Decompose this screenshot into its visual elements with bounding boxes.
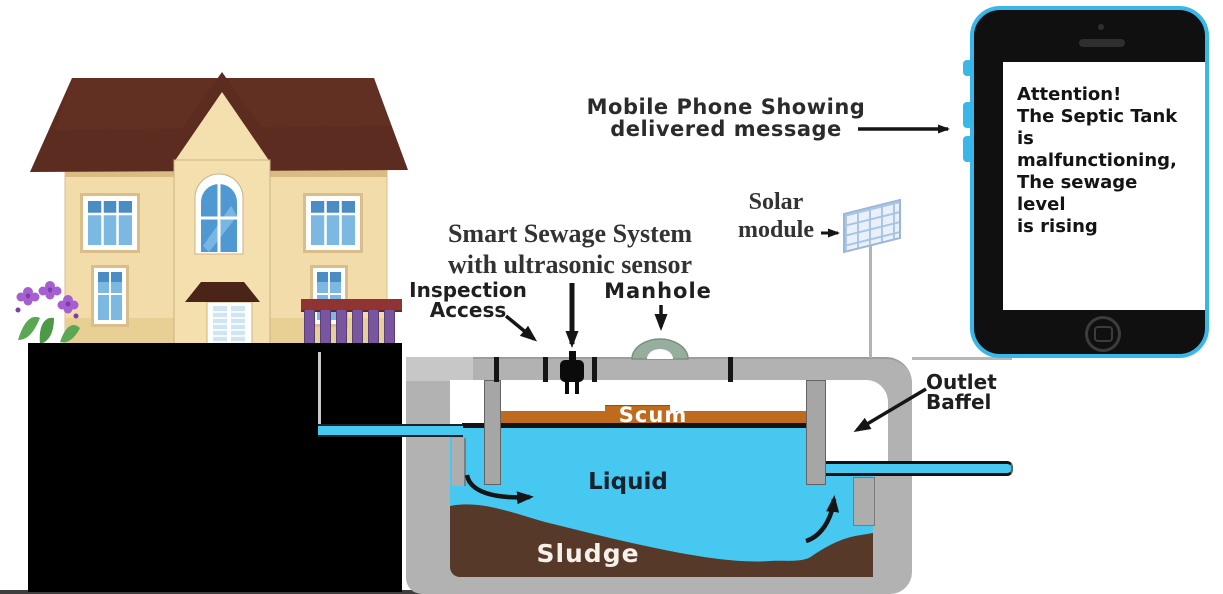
mobile-phone: Attention! The Septic Tank is malfunctio…: [963, 6, 1211, 362]
message-line: The sewage: [1017, 172, 1138, 193]
ultrasonic-sensor-mount: [569, 351, 576, 361]
upper-right-window: [303, 193, 363, 253]
scum-tab: [605, 405, 670, 413]
house-drop-pipe: [318, 352, 321, 427]
inlet-channel-wall: [452, 438, 466, 486]
slab-joint: [543, 357, 548, 382]
smart-system-label-line2: with ultrasonic sensor: [447, 250, 693, 279]
phone-alert-message: Attention! The Septic Tank is malfunctio…: [1017, 84, 1192, 238]
phone-screen: Attention! The Septic Tank is malfunctio…: [1003, 62, 1205, 310]
phone-volume-up-button: [963, 102, 973, 128]
fence-slat: [384, 309, 395, 346]
fence-rail: [301, 299, 402, 312]
smart-system-label-line1: Smart Sewage System: [447, 219, 693, 248]
message-line: is rising: [1017, 216, 1098, 237]
liquid-label: Liquid: [588, 469, 668, 495]
front-door: [185, 282, 260, 346]
scum-label: Scum: [618, 403, 688, 427]
manhole-cover: [631, 338, 689, 360]
underground-block: [28, 343, 402, 592]
inlet-pipe: [318, 424, 463, 437]
mobile-phone-label-line2: delivered message: [610, 117, 842, 141]
ground-surface-line: [912, 357, 1012, 360]
outlet-baffle-label-line2: Baffel: [926, 390, 992, 414]
inspection-access-label-line1: Inspection: [409, 278, 527, 302]
message-line: level: [1017, 194, 1066, 215]
inspection-access-label-line2: Access: [429, 298, 507, 322]
sensor-prong: [575, 382, 579, 394]
fence-slat: [304, 309, 315, 346]
phone-volume-down-button: [963, 136, 973, 162]
message-line: The Septic Tank: [1017, 106, 1178, 127]
inlet-baffle: [484, 380, 501, 485]
message-line: is: [1017, 128, 1034, 149]
sludge-label: Sludge: [536, 539, 640, 568]
door-awning: [185, 282, 260, 302]
solar-label-line1: Solar: [748, 189, 804, 215]
phone-speaker: [1079, 39, 1125, 47]
fence-slat: [368, 309, 379, 346]
message-line: malfunctioning,: [1017, 150, 1177, 171]
message-line: Attention!: [1017, 84, 1122, 105]
home-button-square: [1093, 326, 1113, 342]
sensor-prong: [565, 382, 569, 394]
ultrasonic-sensor: [560, 360, 584, 382]
outlet-baffle: [806, 380, 826, 485]
outlet-chamber-air-gap: [825, 428, 888, 462]
liquid-surface-line: [462, 423, 808, 428]
outlet-pipe: [826, 461, 1013, 476]
outlet-step: [853, 477, 875, 526]
house-gable-face: [174, 92, 270, 162]
mobile-phone-label-line1: Mobile Phone Showing: [586, 95, 866, 119]
fence-slat: [320, 309, 331, 346]
upper-left-window: [80, 193, 140, 253]
fence-slat: [352, 309, 363, 346]
phone-mute-switch: [963, 60, 973, 76]
tank-slab-left-extension: [406, 357, 473, 381]
scum-layer: [500, 411, 806, 424]
sludge-layer: [450, 504, 873, 577]
manhole-label: Manhole: [604, 279, 712, 303]
house-illustration: [30, 72, 408, 346]
slab-joint: [494, 357, 499, 382]
solar-panel-icon: [843, 198, 901, 254]
slab-joint: [728, 357, 733, 382]
phone-home-button: [1085, 316, 1121, 352]
solar-label-line2: module: [737, 217, 814, 243]
bottom-border-line: [0, 590, 672, 594]
solar-pole: [869, 246, 872, 358]
right-wall-lower: [873, 462, 888, 577]
phone-camera-icon: [1098, 24, 1104, 30]
flowers: [15, 281, 80, 344]
lower-left-window: [91, 265, 129, 327]
phone-body: Attention! The Septic Tank is malfunctio…: [970, 6, 1209, 358]
slab-joint: [592, 357, 597, 382]
fence-slat: [336, 309, 347, 346]
outlet-baffle-label-line1: Outlet: [926, 370, 997, 394]
